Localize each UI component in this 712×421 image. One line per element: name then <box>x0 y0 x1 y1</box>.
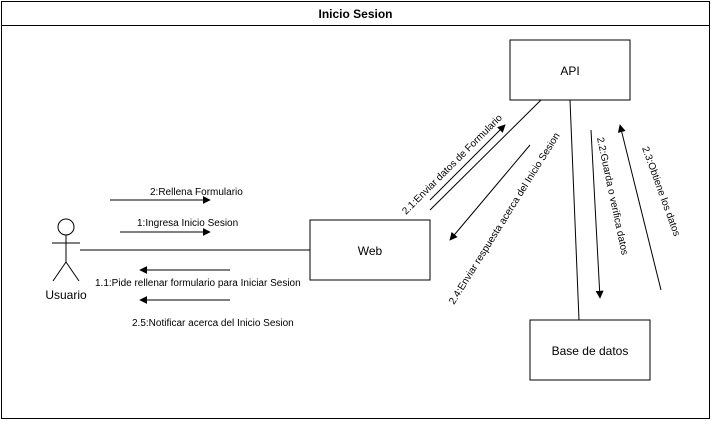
label-m1: 1:Ingresa Inicio Sesion <box>137 218 238 229</box>
link-api-db <box>569 99 580 321</box>
arrow-m2-2 <box>590 129 604 299</box>
label-m2-3: 2.3:Obtiene los datos <box>639 145 682 238</box>
node-api-label: API <box>560 64 579 78</box>
actor-label: Usuario <box>45 288 87 302</box>
label-m1-1: 1.1:Pide rellenar formulario para Inicia… <box>95 278 301 289</box>
arrow-m2-1 <box>429 124 506 201</box>
node-api: API <box>509 39 631 101</box>
label-m2-1: 2.1:Enviar datos de Formulario <box>400 112 505 217</box>
arrow-m2-3 <box>617 124 662 291</box>
label-m2-2: 2.2:Guarda o verifica datos <box>594 136 630 256</box>
actor-usuario <box>52 218 80 282</box>
node-db: Base de datos <box>529 319 651 381</box>
diagram-title: Inicio Sesion <box>2 2 709 26</box>
node-web: Web <box>309 219 431 281</box>
node-db-label: Base de datos <box>552 344 629 358</box>
label-m2: 2:Rellena Formulario <box>150 187 243 198</box>
node-web-label: Web <box>358 244 383 258</box>
arrow-m2-4 <box>449 144 531 241</box>
link-web-api <box>429 99 542 211</box>
label-m2-5: 2.5:Notificar acerca del Inicio Sesion <box>132 318 294 329</box>
